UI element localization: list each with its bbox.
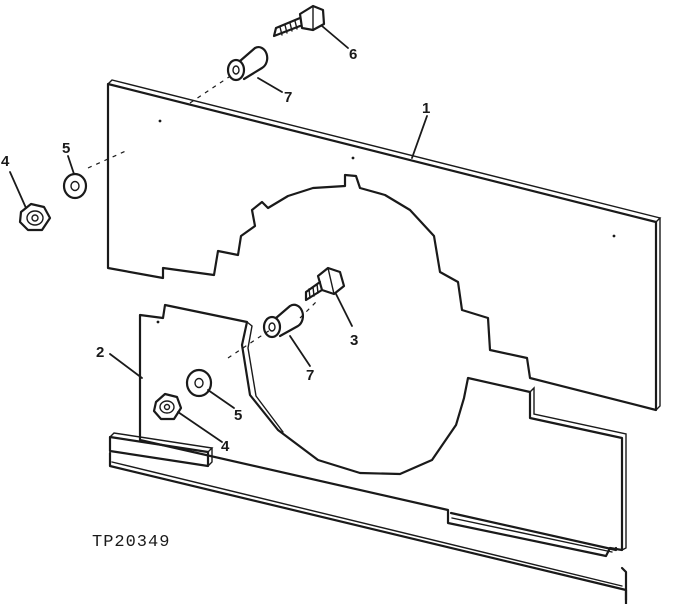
callout-5-left: 5: [62, 140, 70, 157]
leader-4-left: [9, 171, 27, 209]
assembly-line-lower-bolt: [299, 299, 319, 319]
callout-6: 6: [349, 46, 357, 63]
nut-lower-part-4: [152, 392, 183, 421]
callout-1: 1: [422, 100, 430, 117]
leader-2: [109, 353, 143, 379]
bolt-lower-part-3: [304, 266, 346, 302]
leader-5-left: [67, 155, 75, 175]
assembly-line-upper: [87, 149, 129, 169]
leader-3: [335, 293, 353, 327]
callout-3: 3: [350, 332, 358, 349]
bottom-strip-right: [108, 451, 628, 604]
upper-panel-part-1: [106, 79, 662, 412]
leader-6: [321, 25, 349, 49]
callout-2: 2: [96, 344, 104, 361]
spacer-lower-part-7: [262, 303, 304, 339]
bolt-upper-part-6: [272, 4, 326, 38]
assembly-line-upper-top: [189, 74, 233, 104]
bottom-strip-left: [108, 432, 214, 468]
callout-7-upper: 7: [284, 89, 292, 106]
leader-7-upper: [257, 77, 283, 93]
washer-lower-part-5: [185, 368, 213, 398]
leader-5-lower: [207, 389, 235, 409]
nut-left-part-4: [18, 202, 52, 232]
callout-4-lower: 4: [221, 438, 230, 455]
callout-5-lower: 5: [234, 407, 242, 424]
leader-4-lower: [177, 411, 223, 443]
leader-1: [411, 115, 428, 159]
lower-panel-part-2: [138, 303, 627, 558]
figure-id: TP20349: [92, 533, 170, 552]
callout-4-left: 4: [1, 153, 10, 170]
washer-left-part-5: [62, 172, 88, 200]
spacer-upper-part-7: [226, 46, 269, 82]
leader-7-lower: [289, 335, 311, 367]
callout-7-lower: 7: [306, 367, 314, 384]
